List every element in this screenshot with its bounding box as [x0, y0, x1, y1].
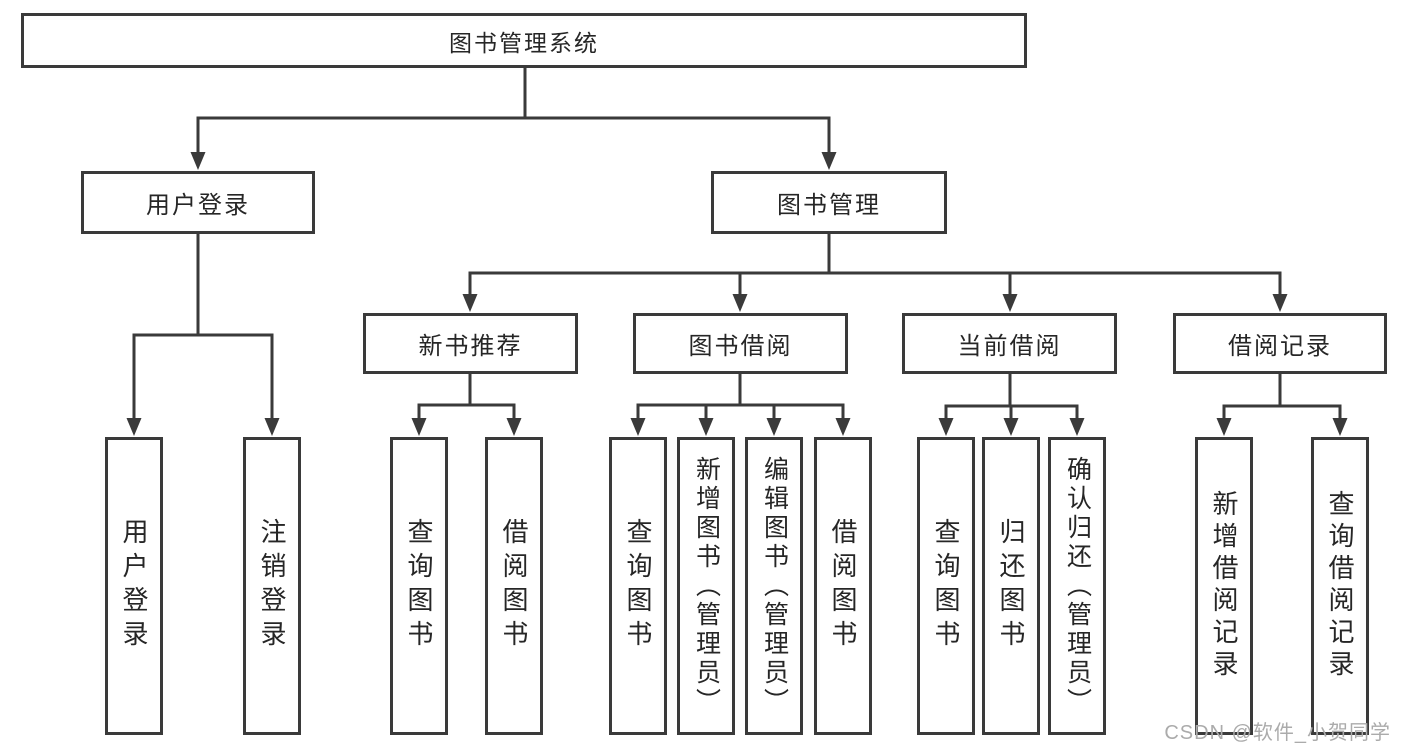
node-new-book-recommendation: 新书推荐: [363, 313, 578, 374]
leaf-bb-edit-book-admin: 编辑图书（管理员）: [745, 437, 803, 735]
node-label: 用户登录: [119, 518, 149, 654]
leaf-user-login: 用户登录: [105, 437, 163, 735]
node-label: 借阅记录: [1228, 333, 1332, 360]
leaf-rec-query-book: 查询图书: [390, 437, 448, 735]
node-label: 新增图书（管理员）: [692, 455, 721, 717]
node-user-login: 用户登录: [81, 171, 315, 234]
leaf-logout: 注销登录: [243, 437, 301, 735]
node-label: 查询图书: [931, 518, 961, 654]
node-label: 查询图书: [404, 518, 434, 654]
leaf-cb-confirm-return-admin: 确认归还（管理员）: [1048, 437, 1106, 735]
leaf-rec-borrow-book: 借阅图书: [485, 437, 543, 735]
connector-bookborrow-to-leaves: [630, 373, 851, 436]
node-label: 借阅图书: [499, 518, 529, 654]
node-label: 图书管理: [777, 192, 881, 219]
node-label: 注销登录: [257, 518, 287, 654]
leaf-bb-borrow-book: 借阅图书: [814, 437, 872, 735]
leaf-bb-add-book-admin: 新增图书（管理员）: [677, 437, 735, 735]
node-current-borrowing: 当前借阅: [902, 313, 1117, 374]
node-label: 用户登录: [146, 192, 250, 219]
node-label: 新增借阅记录: [1209, 490, 1239, 682]
connector-bookmgmt-to-level2: [462, 234, 1288, 312]
node-library-management-system: 图书管理系统: [21, 13, 1027, 68]
connector-curborrow-to-leaves: [938, 374, 1085, 436]
node-label: 借阅图书: [828, 518, 858, 654]
node-label: 图书借阅: [688, 333, 793, 360]
leaf-br-query-record: 查询借阅记录: [1311, 437, 1369, 735]
node-label: 归还图书: [996, 518, 1026, 654]
node-label: 查询借阅记录: [1325, 490, 1355, 682]
node-label: 编辑图书（管理员）: [760, 455, 789, 717]
leaf-br-add-record: 新增借阅记录: [1195, 437, 1253, 735]
node-borrowing-records: 借阅记录: [1173, 313, 1387, 374]
node-label: 新书推荐: [418, 333, 523, 360]
leaf-bb-query-book: 查询图书: [609, 437, 667, 735]
connector-newrec-to-leaves: [411, 373, 522, 436]
node-label: 确认归还（管理员）: [1063, 455, 1092, 717]
node-label: 查询图书: [623, 518, 653, 654]
node-book-borrowing: 图书借阅: [633, 313, 848, 374]
node-label: 当前借阅: [957, 333, 1062, 360]
connector-userlogin-to-leaves: [126, 234, 280, 436]
node-book-management: 图书管理: [711, 171, 947, 234]
connector-root-to-level1: [190, 68, 837, 170]
leaf-cb-query-book: 查询图书: [917, 437, 975, 735]
leaf-cb-return-book: 归还图书: [982, 437, 1040, 735]
node-label: 图书管理系统: [449, 29, 599, 56]
connector-borrecords-to-leaves: [1216, 374, 1348, 436]
csdn-watermark: CSDN @软件_小贺同学: [1164, 722, 1391, 744]
